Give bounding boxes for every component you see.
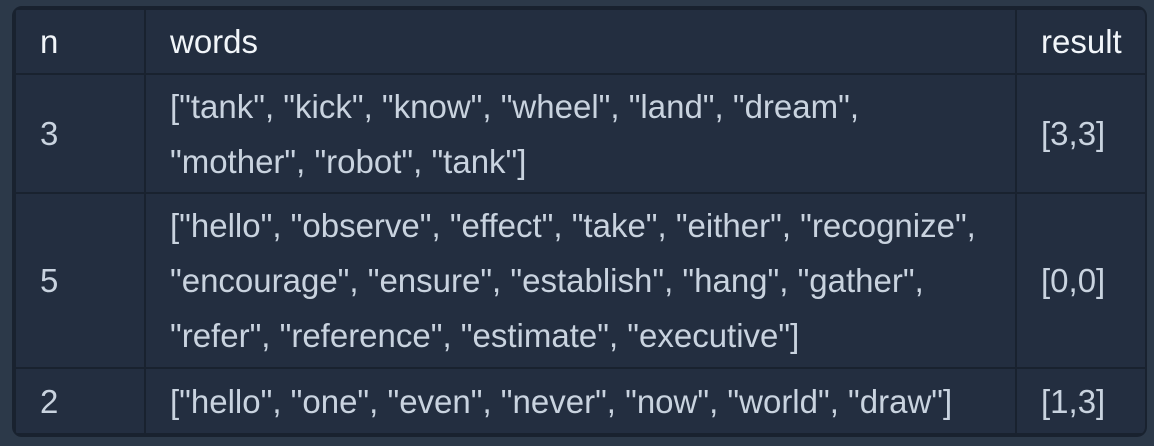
table-row: 5 ["hello", "observe", "effect", "take",… [14, 192, 1145, 370]
column-header-n: n [14, 8, 146, 75]
cell-words: ["hello", "one", "even", "never", "now",… [144, 367, 1017, 435]
cell-result: [3,3] [1015, 72, 1145, 195]
table-header-row: n words result [14, 8, 1145, 75]
cell-result: [1,3] [1015, 367, 1145, 435]
results-table: n words result 3 ["tank", "kick", "know"… [14, 8, 1145, 435]
results-table-card: n words result 3 ["tank", "kick", "know"… [12, 6, 1147, 437]
cell-n: 2 [14, 367, 146, 435]
column-header-result: result [1015, 8, 1145, 75]
cell-words: ["tank", "kick", "know", "wheel", "land"… [144, 72, 1017, 195]
cell-n: 5 [14, 192, 146, 370]
table-row: 3 ["tank", "kick", "know", "wheel", "lan… [14, 72, 1145, 195]
cell-words: ["hello", "observe", "effect", "take", "… [144, 192, 1017, 370]
table-row: 2 ["hello", "one", "even", "never", "now… [14, 367, 1145, 435]
cell-result: [0,0] [1015, 192, 1145, 370]
column-header-words: words [144, 8, 1017, 75]
cell-n: 3 [14, 72, 146, 195]
